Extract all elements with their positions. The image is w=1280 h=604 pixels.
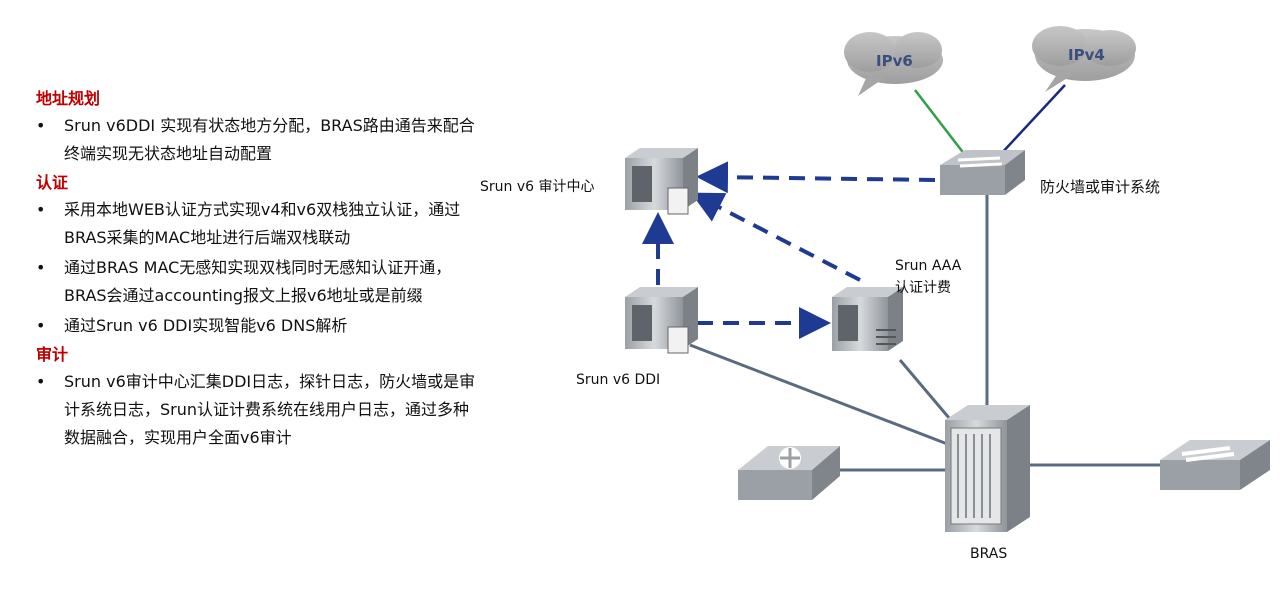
firewall-icon bbox=[940, 150, 1025, 195]
bras-icon bbox=[945, 405, 1030, 532]
router-icon bbox=[738, 446, 840, 500]
arrow-aaa-to-audit bbox=[690, 192, 861, 282]
section-heading-auth: 认证 bbox=[36, 173, 69, 192]
label-audit-center: Srun v6 审计中心 bbox=[480, 179, 595, 195]
link-ddi-bras bbox=[689, 343, 951, 447]
bullet-audit-1: Srun v6审计中心汇集DDI日志，探针日志，防火墙或是审计系统日志，Srun… bbox=[36, 368, 476, 452]
bullet-auth-1: 采用本地WEB认证方式实现v4和v6双栈独立认证，通过BRAS采集的MAC地址进… bbox=[36, 196, 476, 252]
dashed-arrows bbox=[642, 161, 936, 339]
link-aaa-bras bbox=[898, 359, 957, 426]
cloud-ipv6-icon bbox=[844, 32, 943, 96]
section-heading-address-planning: 地址规划 bbox=[36, 89, 101, 108]
cloud-ipv4-icon bbox=[1032, 26, 1136, 92]
aaa-server-icon bbox=[832, 287, 903, 351]
cloud-label-ipv6: IPv6 bbox=[876, 52, 913, 70]
bullet-auth-2: 通过BRAS MAC无感知实现双栈同时无感知认证开通，BRAS会通过accoun… bbox=[36, 254, 476, 310]
label-aaa-line2: 认证计费 bbox=[895, 280, 951, 296]
label-aaa-line1: Srun AAA bbox=[895, 258, 962, 274]
cloud-label-ipv4: IPv4 bbox=[1068, 46, 1105, 64]
text-panel: 地址规划 Srun v6DDI 实现有状态地方分配，BRAS路由通告来配合终端实… bbox=[36, 86, 476, 454]
label-bras: BRAS bbox=[970, 546, 1008, 562]
link-ipv6-firewall bbox=[914, 89, 966, 156]
bullet-address-1: Srun v6DDI 实现有状态地方分配，BRAS路由通告来配合终端实现无状态地… bbox=[36, 112, 476, 168]
link-ipv4-firewall bbox=[999, 84, 1066, 156]
arrow-firewall-to-audit bbox=[696, 161, 936, 194]
solid-links bbox=[689, 195, 1165, 472]
label-ddi: Srun v6 DDI bbox=[576, 372, 661, 388]
audit-center-server-icon bbox=[625, 148, 698, 215]
label-firewall: 防火墙或审计系统 bbox=[1040, 178, 1161, 196]
bullet-auth-3: 通过Srun v6 DDI实现智能v6 DNS解析 bbox=[36, 312, 476, 340]
ddi-server-icon bbox=[625, 287, 698, 354]
section-heading-audit: 审计 bbox=[36, 345, 69, 364]
switch-icon bbox=[1160, 440, 1270, 490]
